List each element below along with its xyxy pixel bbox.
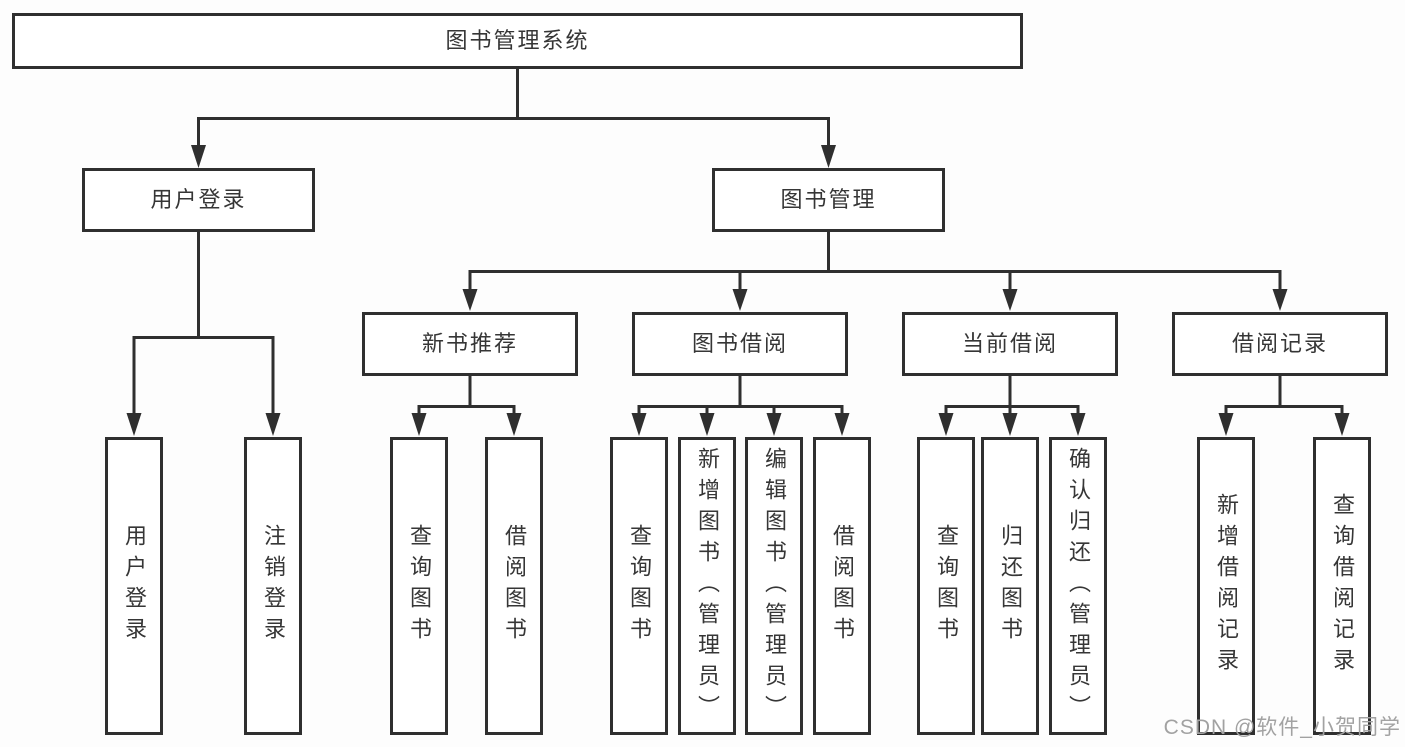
leaf-return-book: 归还图书: [981, 437, 1039, 735]
leaf-label: 用户登录: [122, 524, 147, 648]
leaf-label: 新增图书（管理员）: [695, 446, 720, 726]
leaf-borrow-books-borrow: 借阅图书: [813, 437, 871, 735]
leaf-user-login: 用户登录: [105, 437, 163, 735]
leaf-confirm-return-admin: 确认归还（管理员）: [1049, 437, 1107, 735]
leaf-query-borrow-record: 查询借阅记录: [1313, 437, 1371, 735]
leaf-label: 查询借阅记录: [1330, 493, 1355, 679]
node-current-borrow: 当前借阅: [902, 312, 1118, 376]
leaf-label: 借阅图书: [502, 524, 527, 648]
node-new-book-recommend: 新书推荐: [362, 312, 578, 376]
leaf-label: 归还图书: [998, 524, 1023, 648]
leaf-label: 编辑图书（管理员）: [762, 446, 787, 726]
node-library-system: 图书管理系统: [12, 13, 1023, 69]
leaf-label: 查询图书: [407, 524, 432, 648]
leaf-label: 新增借阅记录: [1214, 493, 1239, 679]
leaf-label: 查询图书: [627, 524, 652, 648]
leaf-label: 查询图书: [934, 524, 959, 648]
leaf-label: 注销登录: [261, 524, 286, 648]
node-book-borrow: 图书借阅: [632, 312, 848, 376]
node-borrow-records: 借阅记录: [1172, 312, 1388, 376]
leaf-logout: 注销登录: [244, 437, 302, 735]
node-user-login: 用户登录: [82, 168, 315, 232]
node-book-management: 图书管理: [712, 168, 945, 232]
watermark: CSDN @软件_小贺同学: [1163, 716, 1401, 739]
leaf-query-books-current: 查询图书: [917, 437, 975, 735]
leaf-label: 借阅图书: [830, 524, 855, 648]
leaf-add-book-admin: 新增图书（管理员）: [678, 437, 736, 735]
leaf-query-books-borrow: 查询图书: [610, 437, 668, 735]
leaf-label: 确认归还（管理员）: [1066, 446, 1091, 726]
leaf-edit-book-admin: 编辑图书（管理员）: [745, 437, 803, 735]
leaf-borrow-books-recommend: 借阅图书: [485, 437, 543, 735]
leaf-query-books-recommend: 查询图书: [390, 437, 448, 735]
leaf-add-borrow-record: 新增借阅记录: [1197, 437, 1255, 735]
